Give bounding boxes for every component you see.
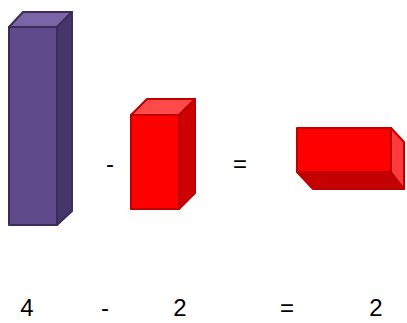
equation-symbol: - [106, 152, 114, 176]
red-lying-bar [297, 128, 404, 189]
equation-symbol: = [233, 152, 247, 176]
red-upright-bar [131, 99, 195, 209]
equation-symbol: = [280, 296, 294, 320]
tall-purple-bar [9, 12, 72, 225]
equation-symbol: 2 [173, 296, 186, 320]
equation-symbol: - [101, 296, 109, 320]
equation-symbol: 4 [20, 296, 33, 320]
equation-symbol: 2 [369, 296, 382, 320]
